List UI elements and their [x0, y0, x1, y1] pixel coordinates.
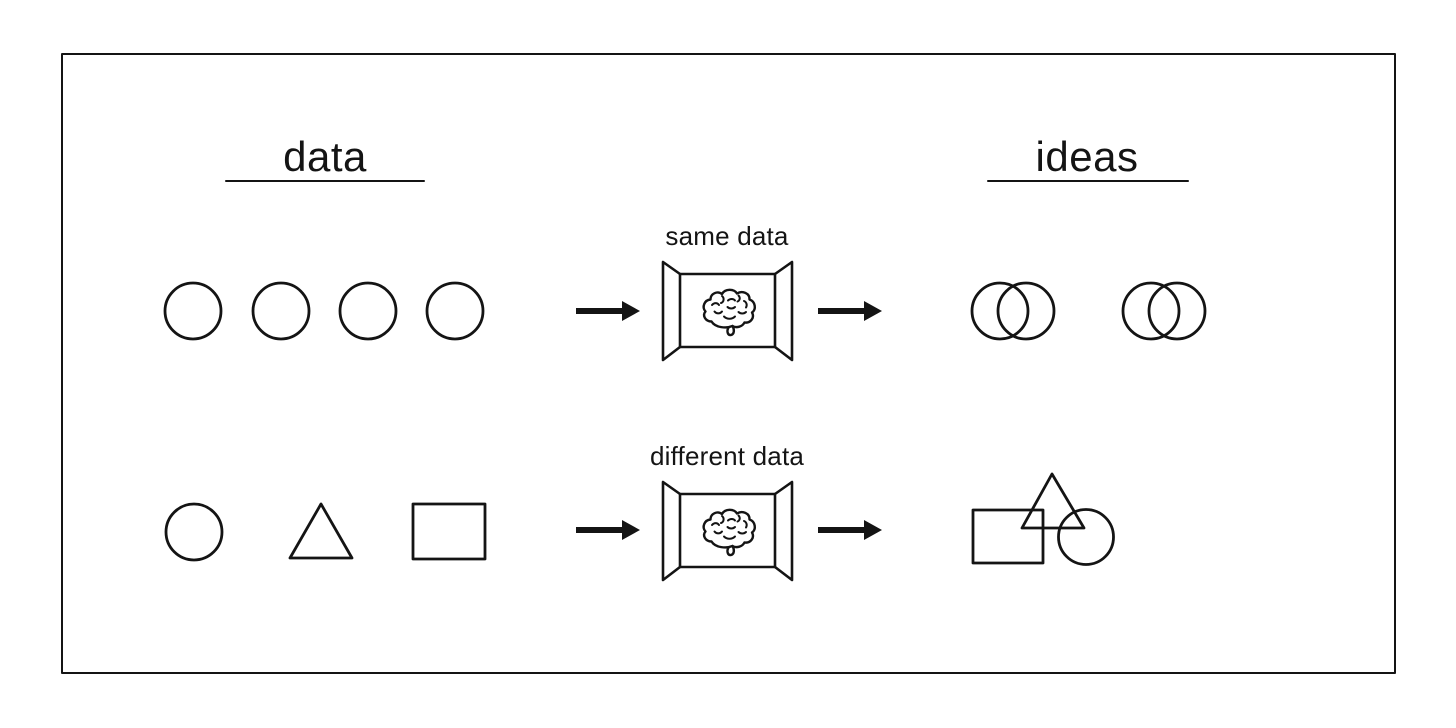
different-data-label: different data [649, 441, 805, 471]
ideas-title: ideas [1035, 133, 1139, 180]
input-triangle [288, 502, 354, 560]
output-venn-circle [1147, 281, 1207, 341]
different-data-output-shapes [971, 472, 1115, 566]
brain-icon [702, 508, 757, 557]
data-title: data [283, 133, 367, 180]
same-data-output-shapes [970, 281, 1207, 341]
brain-box [661, 480, 794, 582]
output-venn-circle [996, 281, 1056, 341]
arrow-right-icon [574, 518, 642, 542]
brain-icon [702, 288, 757, 337]
input-circle [164, 502, 224, 562]
arrow-right-icon [816, 518, 884, 542]
different-data-input-shapes [164, 502, 487, 562]
output-circle [1057, 508, 1115, 566]
input-circle [338, 281, 398, 341]
same-data-input-shapes [163, 281, 485, 341]
input-rectangle [411, 502, 487, 561]
input-circle [251, 281, 311, 341]
input-circle [425, 281, 485, 341]
input-circle [163, 281, 223, 341]
brain-box [661, 260, 794, 362]
arrow-right-icon [816, 299, 884, 323]
output-venn-circle [1121, 281, 1181, 341]
same-data-label: same data [665, 221, 789, 251]
output-triangle [1020, 472, 1086, 530]
outer-frame [61, 53, 1396, 674]
output-venn-circle [970, 281, 1030, 341]
arrow-right-icon [574, 299, 642, 323]
output-rectangle [971, 508, 1045, 565]
